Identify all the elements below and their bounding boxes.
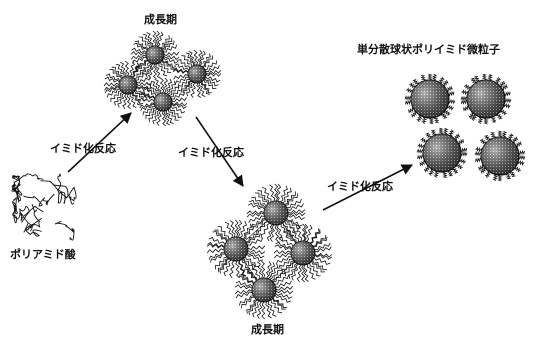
- hairy-particle-icon: [273, 223, 333, 283]
- label-growth-top: 成長期: [144, 12, 177, 26]
- growth-stage-cluster-top: [103, 30, 222, 127]
- hairy-particle-icon: [234, 260, 294, 320]
- smooth-particle-icon: [460, 73, 512, 125]
- smooth-particle-icon: [416, 127, 468, 178]
- label-growth-bottom: 成長期: [251, 322, 284, 336]
- arrow-imidization-3: [322, 164, 413, 211]
- label-product: 単分散球状ポリイミド微粒子: [357, 42, 500, 56]
- hairy-particle-icon: [138, 77, 188, 127]
- tangled-polymer-chain-icon: [11, 173, 77, 241]
- smooth-particle-icon: [474, 130, 526, 182]
- smooth-particle-icon: [404, 73, 456, 125]
- hairy-particle-icon: [130, 30, 180, 80]
- hairy-particle-icon: [206, 219, 266, 279]
- growth-stage-cluster-bottom: [206, 183, 333, 320]
- arrow-imidization-2: [195, 116, 244, 187]
- monodisperse-particles: [404, 73, 526, 182]
- label-imidization-2: イミド化反応: [178, 145, 244, 159]
- label-imidization-3: イミド化反応: [327, 179, 393, 193]
- hairy-particle-icon: [103, 60, 153, 110]
- arrow-imidization-1: [67, 112, 132, 173]
- hairy-particle-icon: [172, 49, 222, 99]
- label-imidization-1: イミド化反応: [50, 141, 116, 155]
- label-polyamic-acid: ポリアミド酸: [10, 247, 77, 261]
- hairy-particle-icon: [246, 183, 306, 243]
